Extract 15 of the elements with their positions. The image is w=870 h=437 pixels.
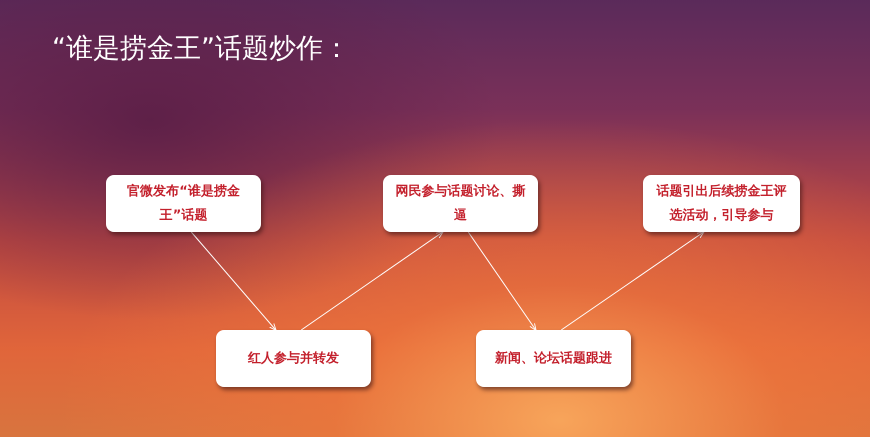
arrow — [468, 232, 537, 332]
arrow — [190, 232, 277, 331]
text-box — [216, 330, 371, 387]
text-box — [643, 175, 800, 232]
text-box — [106, 175, 261, 232]
arrow — [300, 231, 444, 330]
box-text: 红人参与并转发 — [248, 350, 339, 368]
box-text: 新闻、论坛话题跟进 — [495, 350, 612, 368]
box-text: 网民参与话题讨论、撕逼 — [394, 182, 526, 224]
arrow — [560, 231, 705, 330]
box-text: 官微发布“谁是捞金王”话题 — [126, 182, 241, 224]
title: “谁是捞金王”话题炒作： — [52, 32, 350, 66]
box-text: 话题引出后续捞金王评选活动，引导参与 — [655, 182, 788, 224]
text-box — [383, 175, 538, 232]
text-box — [476, 330, 631, 387]
